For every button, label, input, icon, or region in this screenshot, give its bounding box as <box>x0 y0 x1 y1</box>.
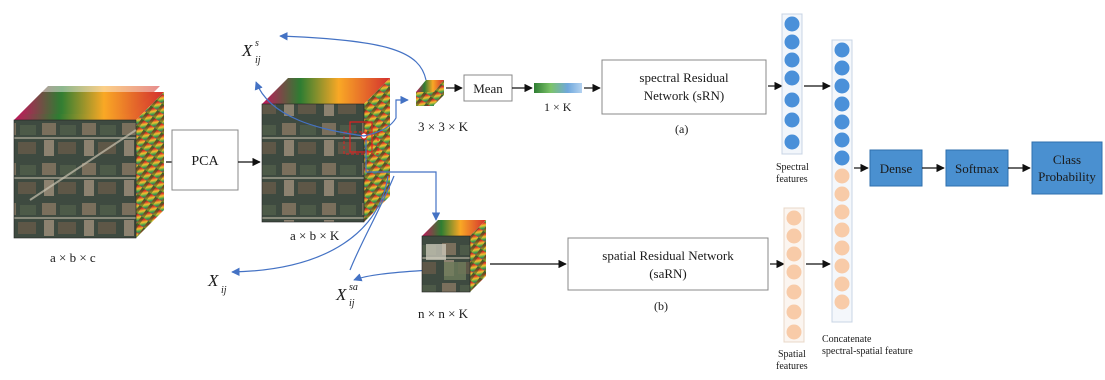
reduced-cube-label: a × b × K <box>290 228 340 243</box>
pca-label: PCA <box>191 154 219 169</box>
sarn-box <box>567 237 769 291</box>
spatial-features-label-1: Spatial <box>778 349 806 360</box>
svg-text:X: X <box>207 271 219 290</box>
svg-text:ij: ij <box>221 285 227 296</box>
small-patch-icon <box>416 80 444 106</box>
sarn-label-2: (saRN) <box>649 266 687 281</box>
vector-1k-icon <box>534 83 582 93</box>
svg-text:sa: sa <box>349 282 358 293</box>
vector-1k-label: 1 × K <box>544 100 572 114</box>
curve-to-xij <box>231 175 389 277</box>
class-label-2: Probability <box>1038 169 1096 184</box>
x-spatial-symbol: X sa ij <box>335 282 358 309</box>
input-cube-label: a × b × c <box>50 250 96 265</box>
x-ij-symbol: X ij <box>207 271 227 296</box>
concat-label-2: spectral-spatial feature <box>822 346 913 357</box>
curve-reduced-to-xsa <box>349 175 395 271</box>
curve-from-patch-to-xs <box>254 81 365 137</box>
spatial-features-column <box>783 207 805 343</box>
svg-text:ij: ij <box>255 55 261 66</box>
spectral-features-column <box>781 13 803 155</box>
srn-box <box>601 59 767 115</box>
mean-label: Mean <box>473 81 503 96</box>
x-spectral-symbol: X s ij <box>241 38 261 66</box>
spatial-features-label-2: features <box>776 361 808 372</box>
patch-selection-box <box>349 121 373 153</box>
class-probability-box <box>1031 141 1103 195</box>
srn-label-2: Network (sRN) <box>644 88 725 103</box>
srn-label-1: spectral Residual <box>639 70 729 85</box>
spectral-features-label-2: features <box>776 174 808 185</box>
softmax-box <box>945 149 1009 187</box>
concatenated-features-column <box>831 39 853 323</box>
mean-box <box>463 74 513 102</box>
svg-text:ij: ij <box>349 298 355 309</box>
dense-box <box>869 149 923 187</box>
spectral-features-label-1: Spectral <box>776 162 809 173</box>
concat-label-1: Concatenate <box>822 334 872 345</box>
class-label-1: Class <box>1053 152 1081 167</box>
svg-text:s: s <box>255 38 259 49</box>
softmax-label: Softmax <box>955 161 1000 176</box>
svg-text:X: X <box>241 41 253 60</box>
curve-to-xs <box>279 32 427 81</box>
sarn-label-1: spatial Residual Network <box>602 248 734 263</box>
large-patch-label: n × n × K <box>418 306 469 321</box>
dense-label: Dense <box>880 161 913 176</box>
pca-box <box>171 129 239 191</box>
arrow-to-large-patch <box>365 140 441 221</box>
caption-a: (a) <box>675 122 688 136</box>
hyperspectral-cube-icon <box>13 86 164 239</box>
reduced-cube-icon <box>261 78 390 223</box>
small-patch-label: 3 × 3 × K <box>418 119 469 134</box>
arrow-to-small-patch <box>363 95 409 137</box>
svg-text:X: X <box>335 285 347 304</box>
large-patch-icon <box>421 220 486 293</box>
caption-b: (b) <box>654 299 668 313</box>
curve-to-xsa <box>353 269 431 282</box>
